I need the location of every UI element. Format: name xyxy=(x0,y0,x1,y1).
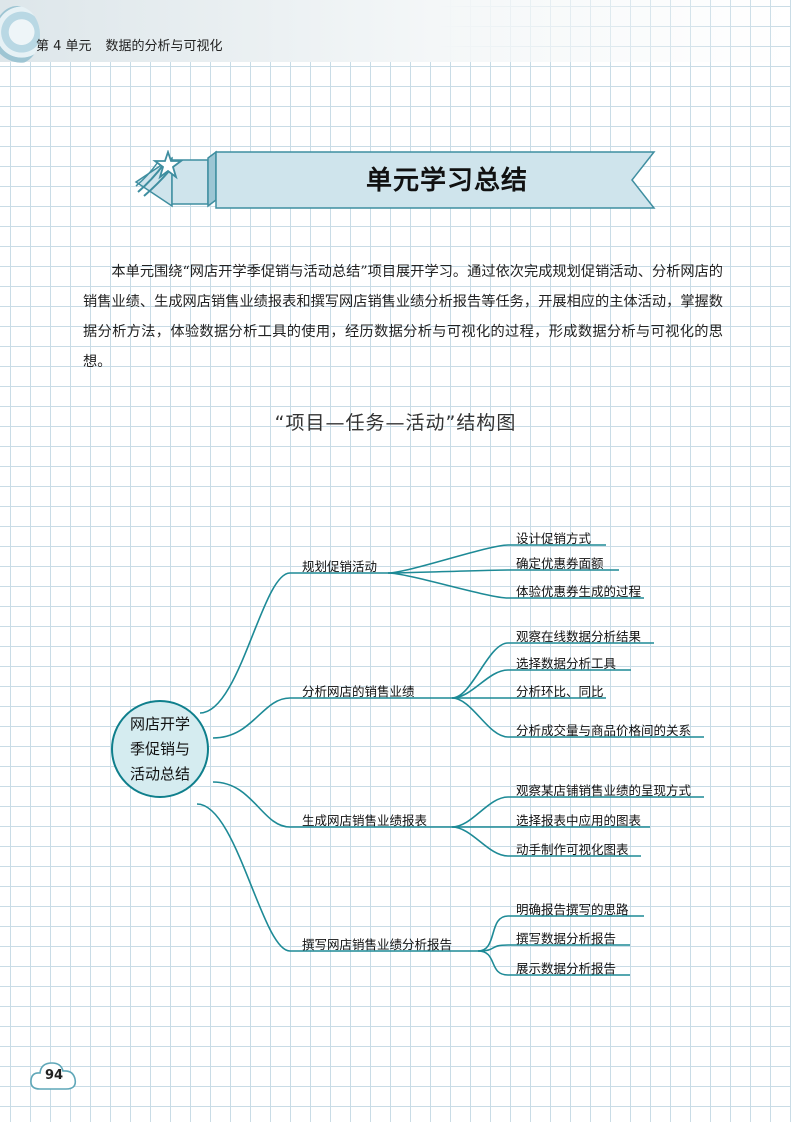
page-number: 94 xyxy=(45,1068,64,1083)
connector-line xyxy=(477,950,509,976)
leaf-label: 分析成交量与商品价格间的关系 xyxy=(516,723,692,738)
connector-line xyxy=(199,572,291,714)
mindmap-connectors xyxy=(196,544,704,976)
connector-line xyxy=(477,944,509,952)
connector-line xyxy=(196,803,291,952)
diagram-title: “项目—任务—活动”结构图 xyxy=(274,412,517,434)
leaf-label: 撰写数据分析报告 xyxy=(516,931,617,946)
connector-line xyxy=(387,544,509,574)
connector-line xyxy=(451,642,509,699)
leaf-label: 设计促销方式 xyxy=(516,531,592,546)
connector-line xyxy=(451,697,509,738)
root-label-line: 季促销与 xyxy=(129,739,190,758)
root-label-line: 活动总结 xyxy=(129,764,190,783)
connector-line xyxy=(387,572,509,599)
leaf-label: 明确报告撰写的思路 xyxy=(516,902,629,917)
root-label-line: 网店开学 xyxy=(129,714,190,733)
leaf-label: 选择报表中应用的图表 xyxy=(516,813,642,828)
connector-line xyxy=(477,915,509,952)
connector-line xyxy=(451,669,509,699)
header-decoration xyxy=(0,6,40,64)
connector-line xyxy=(451,826,509,857)
leaf-label: 观察某店铺销售业绩的呈现方式 xyxy=(516,783,692,798)
root-label: 网店开学季促销与活动总结 xyxy=(125,712,195,787)
connector-line xyxy=(451,796,509,828)
branch-label: 规划促销活动 xyxy=(302,559,378,574)
section-banner: 单元学习总结 xyxy=(134,150,658,214)
unit-label: 第 4 单元 xyxy=(36,39,92,54)
header-text: 第 4 单元数据的分析与可视化 xyxy=(36,35,223,54)
intro-text: 本单元围绕“网店开学季促销与活动总结”项目展开学习。通过依次完成规划促销活动、分… xyxy=(83,264,723,370)
branch-label: 分析网店的销售业绩 xyxy=(302,684,415,699)
root-node: 网店开学季促销与活动总结 xyxy=(111,700,209,798)
leaf-label: 确定优惠券面额 xyxy=(516,556,604,571)
leaf-label: 分析环比、同比 xyxy=(516,684,604,699)
connector-line xyxy=(212,781,291,828)
branch-label: 生成网店销售业绩报表 xyxy=(302,813,428,828)
leaf-label: 动手制作可视化图表 xyxy=(516,842,629,857)
leaf-label: 展示数据分析报告 xyxy=(516,961,617,976)
connector-line xyxy=(387,569,509,574)
banner-title: 单元学习总结 xyxy=(366,166,529,196)
star-icon xyxy=(135,150,184,197)
connector-line xyxy=(212,697,291,739)
leaf-label: 选择数据分析工具 xyxy=(516,656,617,671)
leaf-label: 体验优惠券生成的过程 xyxy=(516,584,642,599)
unit-title: 数据的分析与可视化 xyxy=(105,39,223,54)
page-header: 第 4 单元数据的分析与可视化 xyxy=(0,0,791,64)
branch-label: 撰写网店销售业绩分析报告 xyxy=(302,937,453,952)
leaf-label: 观察在线数据分析结果 xyxy=(516,629,642,644)
banner-shape xyxy=(134,150,656,209)
cloud-icon xyxy=(30,1062,77,1090)
intro-paragraph: 本单元围绕“网店开学季促销与活动总结”项目展开学习。通过依次完成规划促销活动、分… xyxy=(83,257,723,377)
